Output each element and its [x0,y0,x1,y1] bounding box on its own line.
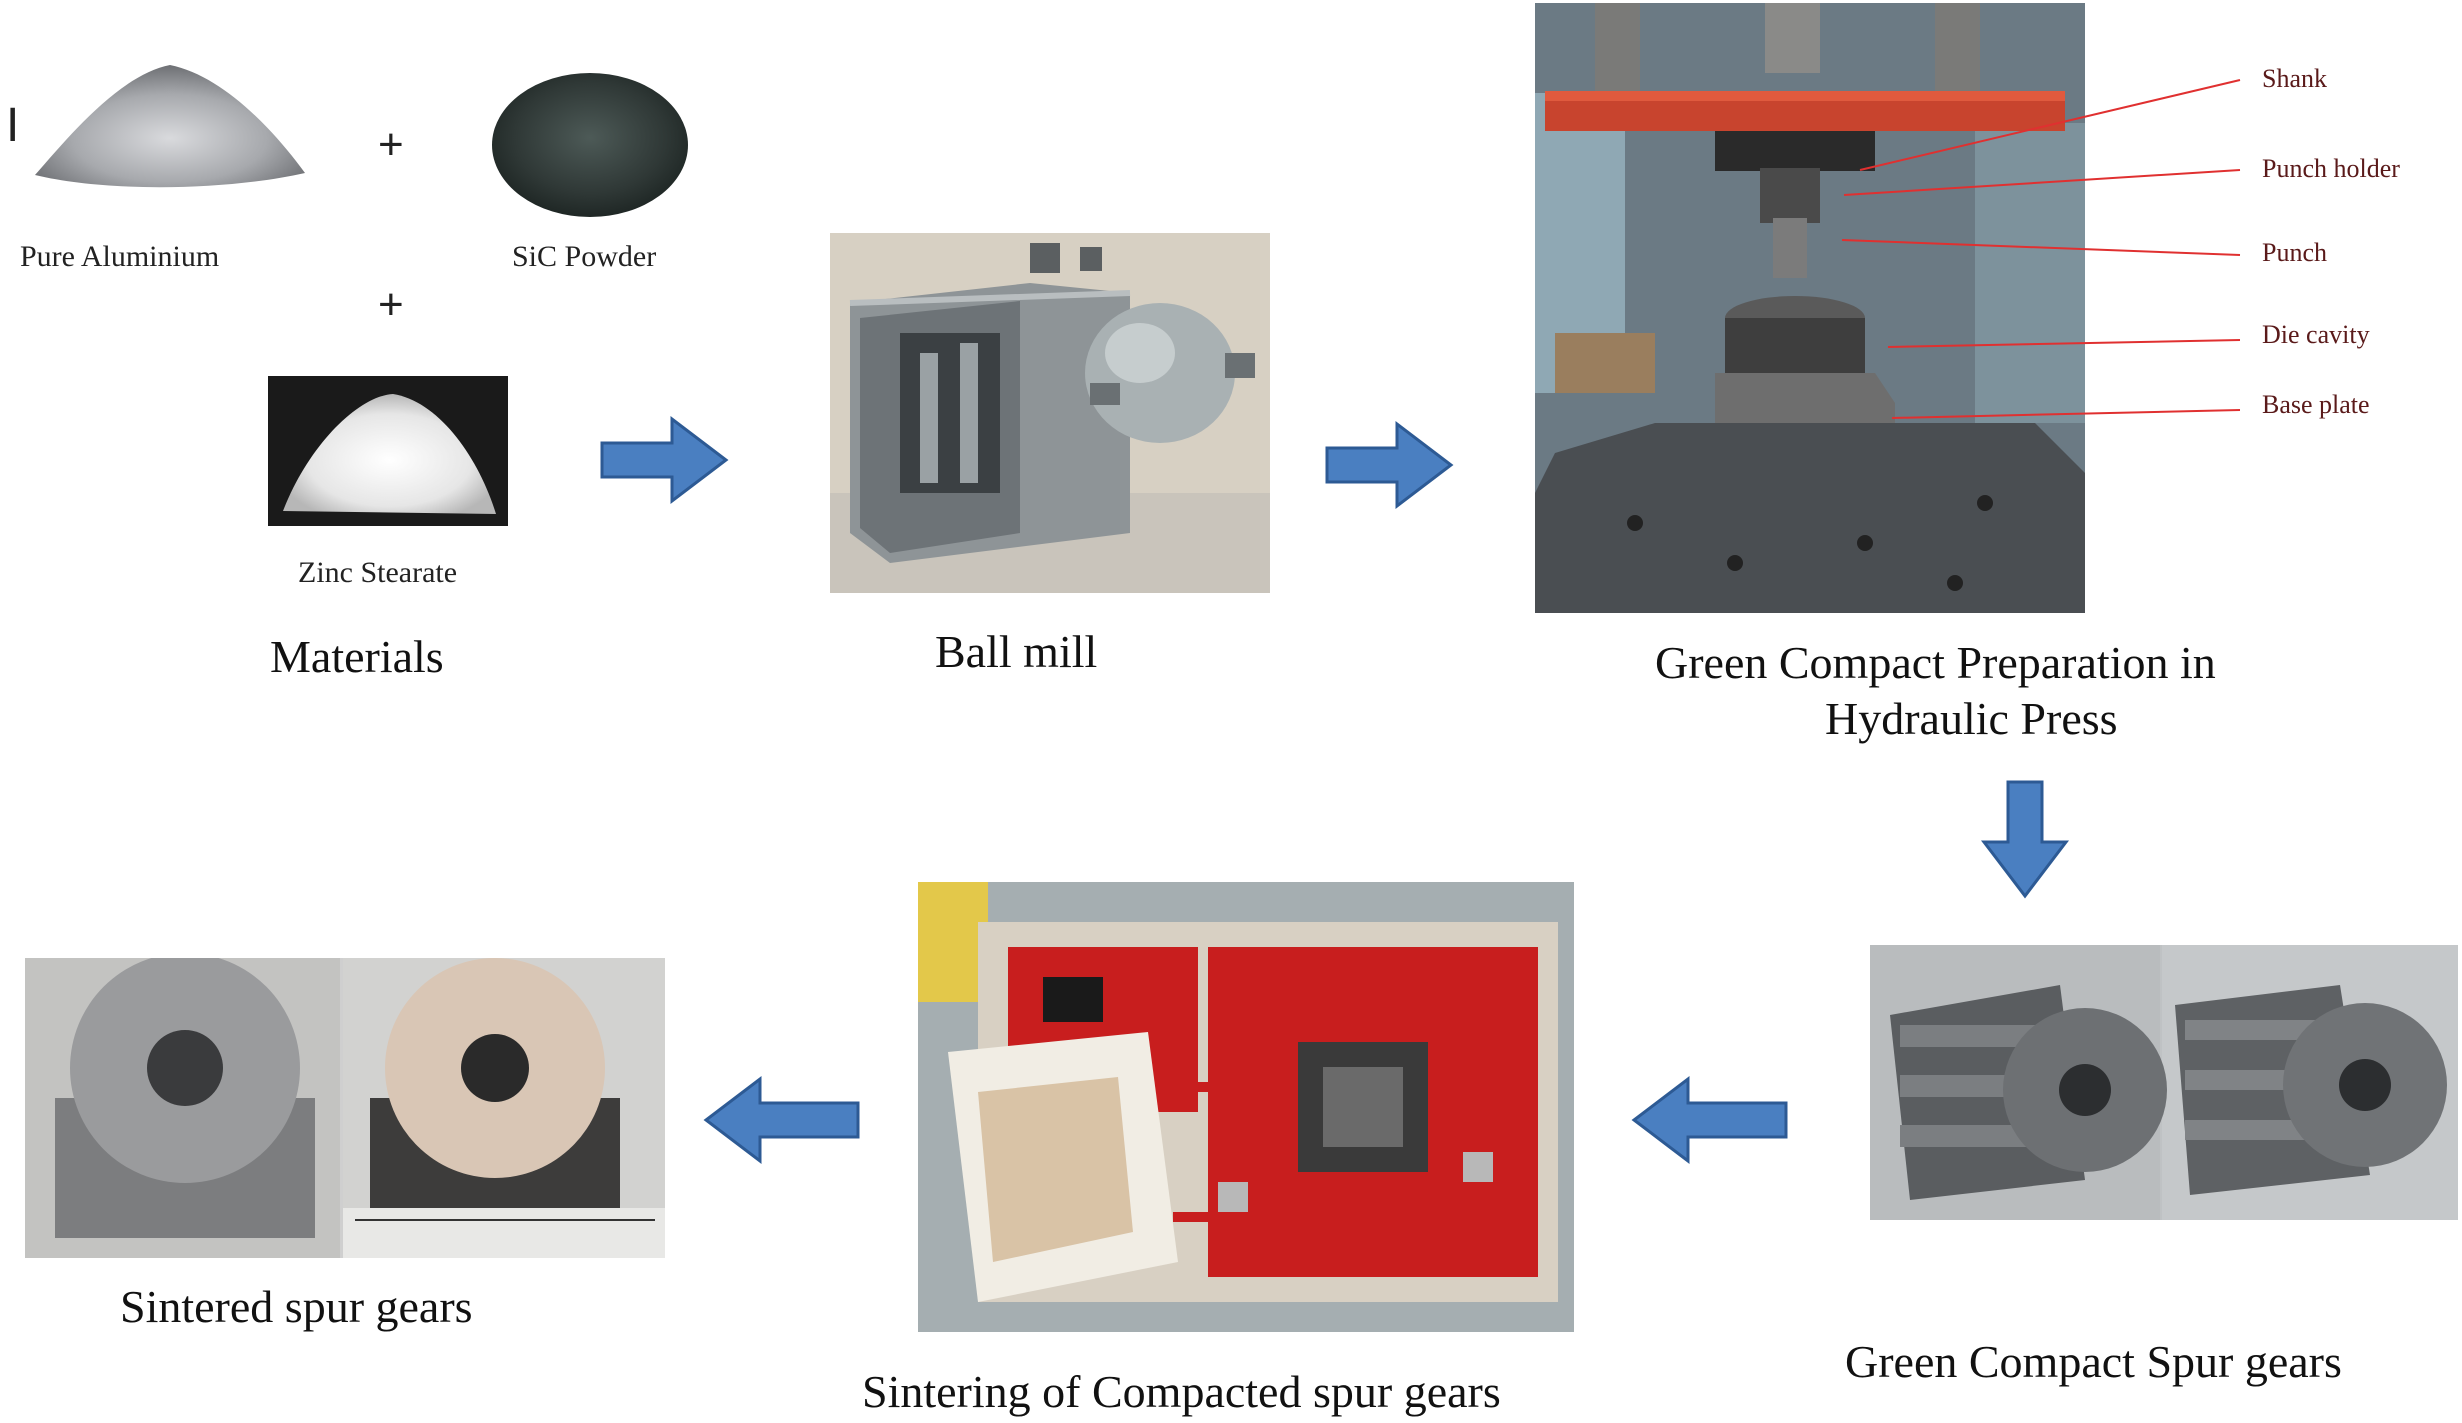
plus-sign-2: + [378,280,404,329]
zinc-stearate-label: Zinc Stearate [298,556,458,589]
press-caption-line2: Hydraulic Press [1825,693,2118,744]
sintering-caption: Sintering of Compacted spur gears [862,1366,1501,1417]
press-caption-line1: Green Compact Preparation in [1655,637,2216,688]
label-base-plate: Base plate [2262,390,2370,419]
arrow-down [1980,780,2070,899]
arrow-left-1 [1631,1075,1788,1165]
green-gears-caption: Green Compact Spur gears [1845,1336,2342,1387]
ball-mill-photo [830,233,1270,593]
label-punch-holder: Punch holder [2262,154,2400,183]
label-die-cavity: Die cavity [2262,320,2370,349]
sintered-gears-photo [25,958,665,1258]
arrow-right-1 [600,415,729,505]
sic-powder-photo [490,70,690,220]
plus-sign-1: + [378,120,404,169]
label-punch: Punch [2262,238,2327,267]
sintering-furnace-photo [918,882,1574,1332]
sic-powder-label: SiC Powder [512,240,657,273]
arrow-left-2 [703,1075,860,1165]
hydraulic-press-photo [1535,3,2085,613]
ball-mill-caption: Ball mill [935,626,1098,677]
pure-aluminium-photo [30,55,310,195]
arrow-right-2 [1325,420,1454,510]
sintered-caption: Sintered spur gears [120,1281,473,1332]
press-label-lines [1841,79,2241,419]
label-shank: Shank [2262,64,2327,93]
green-compact-gears-photo [1870,945,2458,1220]
zinc-stearate-photo [268,376,508,526]
materials-caption: Materials [270,631,444,682]
pure-aluminium-label: Pure Aluminium [20,240,220,273]
marker-glyph: I [6,99,20,152]
